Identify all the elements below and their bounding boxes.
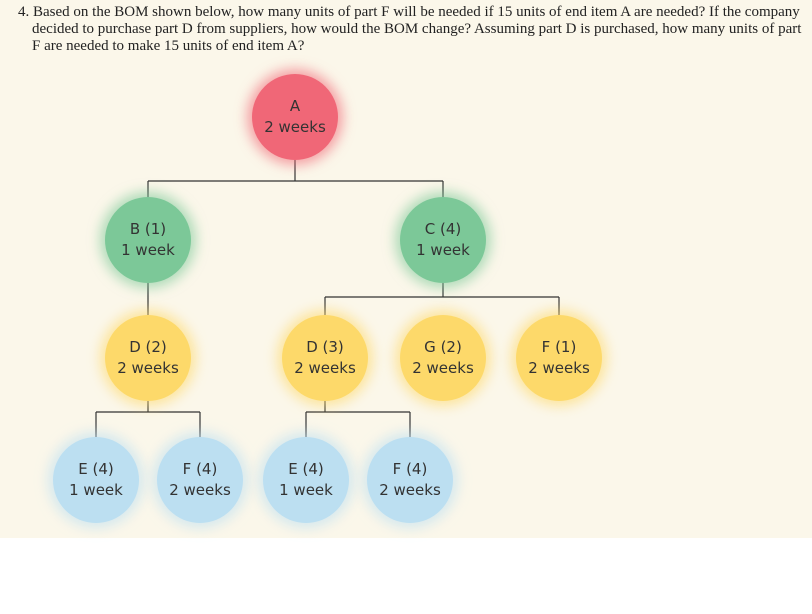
node-label: C (4) xyxy=(424,220,462,238)
node-d-under-b: D (2) 2 weeks xyxy=(105,315,191,401)
question-text: 4. Based on the BOM shown below, how man… xyxy=(18,4,802,54)
node-lead-time: 2 weeks xyxy=(169,481,231,499)
node-label: B (1) xyxy=(129,220,167,238)
node-lead-time: 1 week xyxy=(279,481,333,499)
node-e-under-d2: E (4) 1 week xyxy=(53,437,139,523)
node-lead-time: 2 weeks xyxy=(264,118,326,136)
node-f-under-d3: F (4) 2 weeks xyxy=(367,437,453,523)
node-label: G (2) xyxy=(424,338,462,356)
node-label: A xyxy=(289,97,301,115)
node-lead-time: 2 weeks xyxy=(379,481,441,499)
node-label: D (3) xyxy=(306,338,344,356)
node-f-under-c: F (1) 2 weeks xyxy=(516,315,602,401)
node-lead-time: 1 week xyxy=(121,241,175,259)
node-label: F (4) xyxy=(182,460,218,478)
node-lead-time: 2 weeks xyxy=(117,359,179,377)
node-label: E (4) xyxy=(78,460,114,478)
node-lead-time: 2 weeks xyxy=(294,359,356,377)
node-c: C (4) 1 week xyxy=(400,197,486,283)
node-lead-time: 1 week xyxy=(69,481,123,499)
node-g: G (2) 2 weeks xyxy=(400,315,486,401)
node-label: F (1) xyxy=(541,338,577,356)
node-lead-time: 2 weeks xyxy=(412,359,474,377)
node-lead-time: 1 week xyxy=(416,241,470,259)
node-label: D (2) xyxy=(129,338,167,356)
node-label: E (4) xyxy=(288,460,324,478)
node-d-under-c: D (3) 2 weeks xyxy=(282,315,368,401)
node-lead-time: 2 weeks xyxy=(528,359,590,377)
node-a: A 2 weeks xyxy=(252,74,338,160)
node-b: B (1) 1 week xyxy=(105,197,191,283)
node-label: F (4) xyxy=(392,460,428,478)
node-e-under-d3: E (4) 1 week xyxy=(263,437,349,523)
node-f-under-d2: F (4) 2 weeks xyxy=(157,437,243,523)
